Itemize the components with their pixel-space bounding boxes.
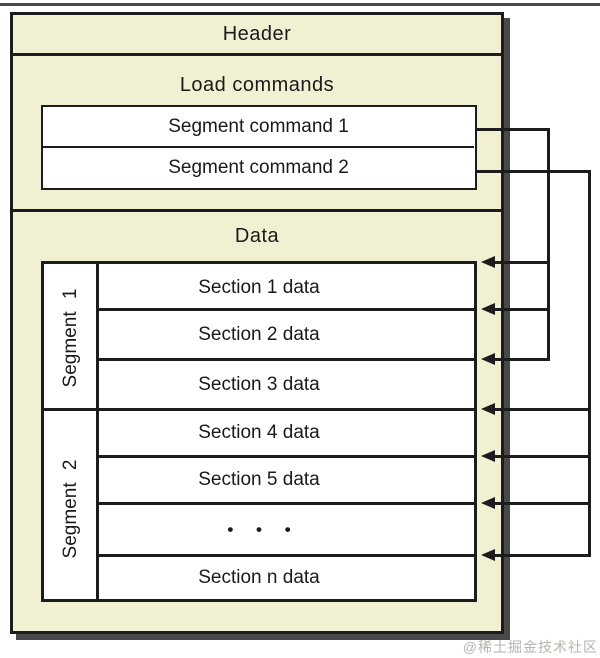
connector-cmd2-vertical bbox=[588, 170, 591, 557]
left-arrowhead-icon bbox=[481, 403, 495, 415]
cropped-top-shadow-strip bbox=[0, 3, 600, 6]
left-arrowhead-icon bbox=[481, 549, 495, 561]
segment-command-2-row: Segment command 2 bbox=[168, 156, 349, 178]
row-divider-line bbox=[98, 455, 477, 458]
connector-cmd2-horizontal bbox=[477, 170, 591, 173]
arrow-shaft-section2 bbox=[490, 308, 549, 311]
segment-label-column-divider bbox=[96, 264, 99, 599]
left-arrowhead-icon bbox=[481, 450, 495, 462]
arrow-shaft-section1 bbox=[490, 261, 549, 264]
arrow-shaft-section5 bbox=[490, 455, 591, 458]
left-arrowhead-icon bbox=[481, 353, 495, 365]
sections-table: Segment 1 Segment 2 Section 1 data Secti… bbox=[41, 261, 477, 602]
segment-divider-line bbox=[44, 408, 474, 411]
connector-cmd1-vertical bbox=[547, 128, 550, 361]
row-divider-line bbox=[98, 502, 477, 505]
left-arrowhead-icon bbox=[481, 303, 495, 315]
section-2-data-row: Section 2 data bbox=[198, 323, 320, 345]
left-arrowhead-icon bbox=[481, 497, 495, 509]
section-1-data-row: Section 1 data bbox=[198, 276, 320, 298]
arrow-shaft-section4 bbox=[490, 408, 591, 411]
load-commands-region-label: Load commands bbox=[179, 74, 335, 96]
arrow-shaft-ellipsis bbox=[490, 502, 591, 505]
section-3-data-row: Section 3 data bbox=[198, 373, 320, 395]
row-divider-line bbox=[98, 308, 477, 311]
row-divider-line bbox=[98, 554, 477, 557]
section-row-ellipsis: • • • bbox=[227, 519, 300, 539]
segment-commands-box: Segment command 1 Segment command 2 bbox=[41, 105, 477, 190]
connector-cmd1-horizontal bbox=[477, 128, 550, 131]
data-region-label: Data bbox=[234, 225, 280, 247]
left-arrowhead-icon bbox=[481, 256, 495, 268]
segment-command-1-row: Segment command 1 bbox=[168, 115, 349, 137]
juejin-watermark: @稀土掘金技术社区 bbox=[462, 639, 598, 655]
arrow-shaft-section3 bbox=[490, 358, 549, 361]
header-region-label: Header bbox=[222, 23, 292, 45]
section-n-data-row: Section n data bbox=[198, 567, 320, 588]
segment-command-divider-line bbox=[43, 145, 474, 148]
section-5-data-row: Section 5 data bbox=[198, 469, 320, 490]
section-4-data-row: Section 4 data bbox=[198, 422, 320, 443]
row-divider-line bbox=[98, 358, 477, 361]
arrow-shaft-section-n bbox=[490, 554, 591, 557]
data-region-divider-line bbox=[10, 209, 504, 212]
header-divider-line bbox=[10, 53, 504, 56]
